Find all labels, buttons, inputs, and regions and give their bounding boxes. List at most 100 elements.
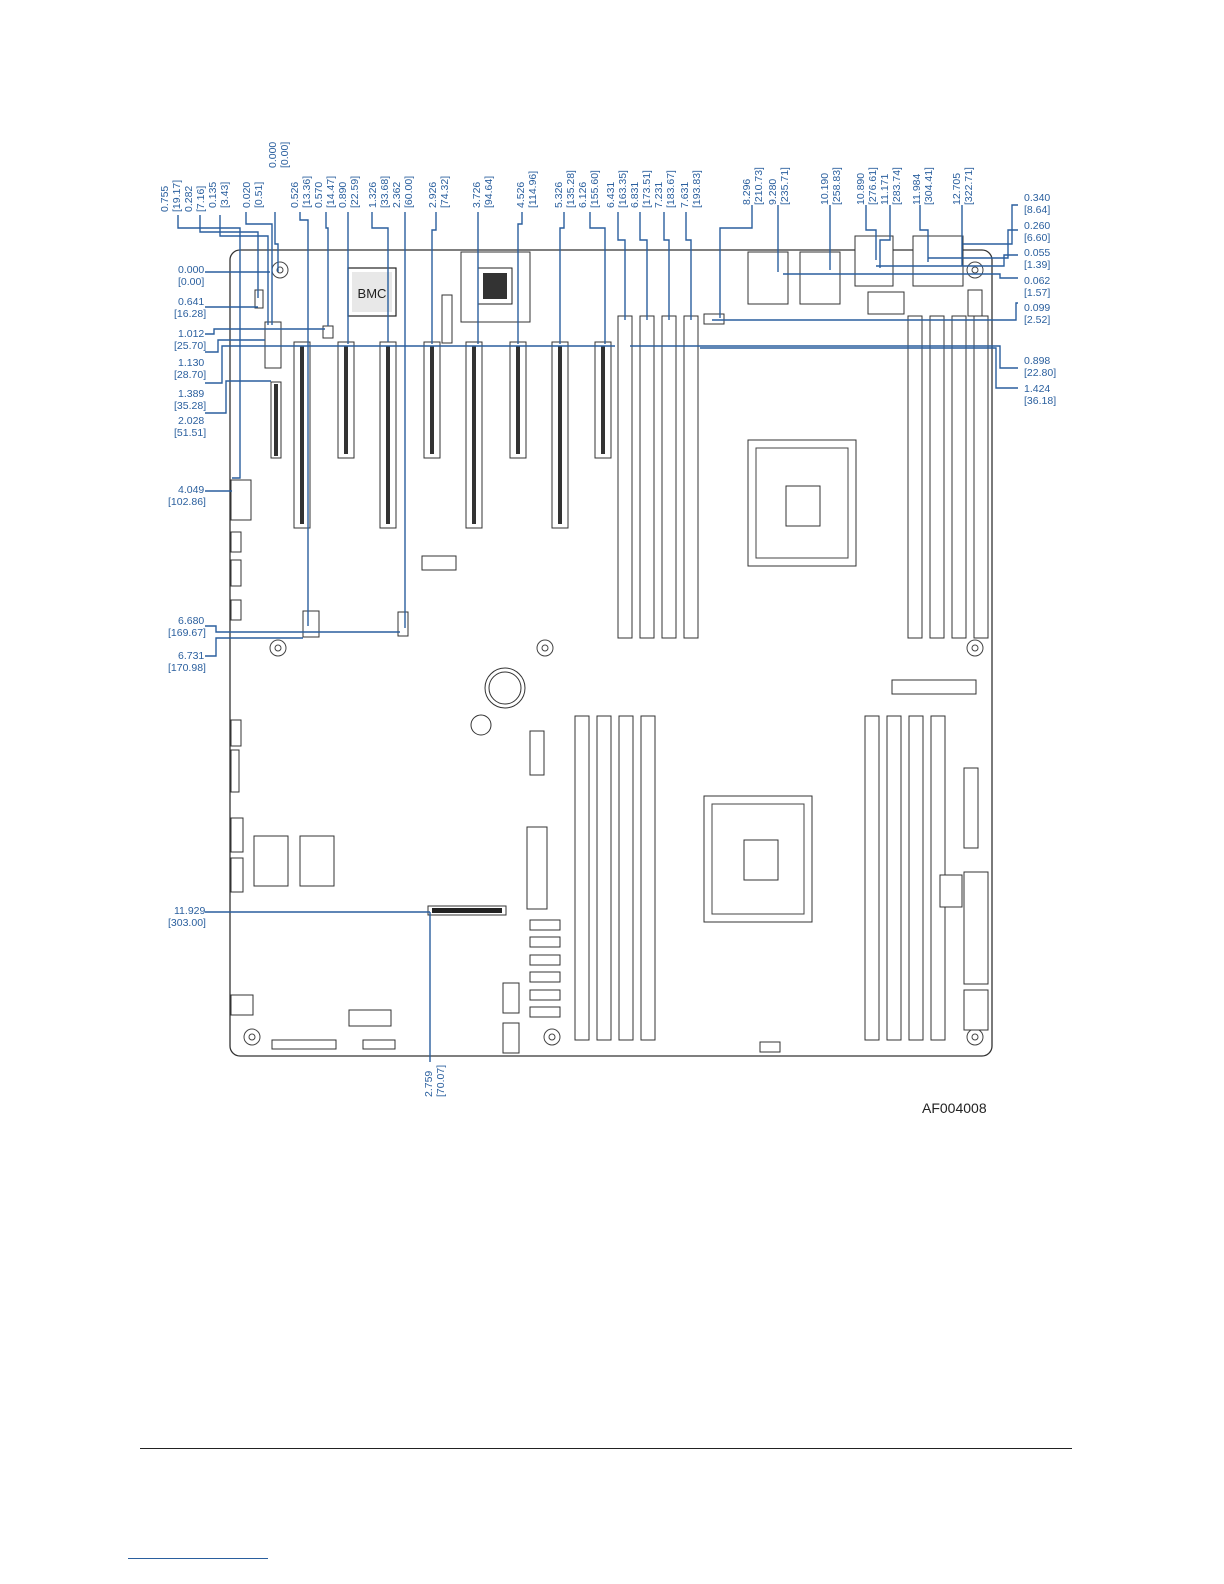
dim-top-14-inch: 6.126 bbox=[577, 182, 589, 208]
dim-top-24-inch: 11.984 bbox=[911, 174, 923, 205]
dim-right-6-mm: [36.18] bbox=[1024, 395, 1056, 407]
mounting-holes bbox=[243, 261, 984, 1046]
dim-left-0-inch: 0.000 bbox=[178, 264, 204, 276]
dim-top-22-inch: 10.890 bbox=[855, 173, 867, 205]
dim-top-13-inch: 5.326 bbox=[553, 182, 565, 208]
dim-top-23-mm: [283.74] bbox=[891, 167, 903, 205]
dim-top-21-inch: 10.190 bbox=[819, 173, 831, 205]
dim-top-19-mm: [210.73] bbox=[753, 167, 765, 205]
dim-right-3-inch: 0.062 bbox=[1024, 275, 1050, 287]
dim-right-0-inch: 0.340 bbox=[1024, 192, 1050, 204]
dim-left-8-inch: 6.731 bbox=[178, 650, 204, 662]
pcie-slots bbox=[293, 341, 612, 529]
dim-right-1-inch: 0.260 bbox=[1024, 220, 1050, 232]
pch-chip bbox=[460, 251, 531, 323]
dim-top-20-mm: [235.71] bbox=[779, 167, 791, 205]
dim-right-3-mm: [1.57] bbox=[1024, 287, 1050, 299]
dim-right-4-inch: 0.099 bbox=[1024, 302, 1050, 314]
dim-top-15-mm: [163.35] bbox=[617, 170, 629, 208]
dim-left-4-mm: [35.28] bbox=[174, 400, 206, 412]
dim-top-8-mm: [33.68] bbox=[379, 176, 391, 208]
dim-left-3-inch: 1.130 bbox=[178, 357, 204, 369]
dim-left-5-mm: [51.51] bbox=[174, 427, 206, 439]
cpu2-socket bbox=[703, 795, 813, 923]
dim-top-6-inch: 0.570 bbox=[313, 182, 325, 208]
right-dimension-labels: 0.340 [8.64] 0.260 [6.60] 0.055 [1.39] 0… bbox=[1024, 192, 1056, 407]
dim-top-14-mm: [155.60] bbox=[589, 170, 601, 208]
dim-right-1-mm: [6.60] bbox=[1024, 232, 1050, 244]
dim-top-12-inch: 4.526 bbox=[515, 182, 527, 208]
dim-top-10-inch: 2.926 bbox=[427, 182, 439, 208]
left-connectors bbox=[230, 289, 548, 1054]
dim-top-5-mm: [13.36] bbox=[301, 176, 313, 208]
bmc-chip-label: BMC bbox=[358, 286, 387, 301]
dim-top-0-mm: [19.17] bbox=[171, 180, 183, 212]
dim-top-25-inch: 12.705 bbox=[951, 173, 963, 205]
dim-top-5-inch: 0.526 bbox=[289, 182, 301, 208]
dim-top-9-inch: 2.362 bbox=[391, 182, 403, 208]
dim-right-5-mm: [22.80] bbox=[1024, 367, 1056, 379]
dim-top-17-inch: 7.231 bbox=[653, 182, 665, 208]
dim-top-7-inch: 0.890 bbox=[337, 182, 349, 208]
dim-top-23-inch: 11.171 bbox=[879, 174, 891, 205]
dim-top-3-mm: [0.51] bbox=[253, 182, 265, 208]
dim-top-4-mm: [0.00] bbox=[279, 142, 291, 168]
dim-left-0-mm: [0.00] bbox=[178, 276, 204, 288]
dim-top-13-mm: [135.28] bbox=[565, 170, 577, 208]
dim-top-6-mm: [14.47] bbox=[325, 176, 337, 208]
dim-left-8-mm: [170.98] bbox=[168, 662, 206, 674]
dim-top-0-inch: 0.755 bbox=[159, 186, 171, 212]
dim-left-1-inch: 0.641 bbox=[178, 296, 204, 308]
cpu1-socket bbox=[747, 439, 857, 567]
dim-left-5-inch: 2.028 bbox=[178, 415, 204, 427]
dim-top-16-mm: [173.51] bbox=[641, 170, 653, 208]
bottom-dimension-labels: 2.759 [70.07] bbox=[423, 1065, 447, 1097]
cmos-battery bbox=[470, 667, 526, 736]
dim-top-15-inch: 6.431 bbox=[605, 182, 617, 208]
dim-top-18-inch: 7.631 bbox=[679, 182, 691, 208]
dim-top-20-inch: 9.280 bbox=[767, 179, 779, 205]
top-dimension-labels: 0.755 [19.17] 0.282 [7.16] 0.135 [3.43] … bbox=[159, 142, 975, 212]
dim-right-2-inch: 0.055 bbox=[1024, 247, 1050, 259]
dim-right-2-mm: [1.39] bbox=[1024, 259, 1050, 271]
dimension-leaders bbox=[177, 204, 1018, 1062]
dim-top-7-mm: [22.59] bbox=[349, 176, 361, 208]
dim-top-3-inch: 0.020 bbox=[241, 182, 253, 208]
dim-top-24-mm: [304.41] bbox=[923, 167, 935, 205]
dim-left-2-mm: [25.70] bbox=[174, 340, 206, 352]
dim-left-2-inch: 1.012 bbox=[178, 328, 204, 340]
dim-left-1-mm: [16.28] bbox=[174, 308, 206, 320]
dim-top-1-mm: [7.16] bbox=[195, 186, 207, 212]
dim-left-6-mm: [102.86] bbox=[168, 496, 206, 508]
dim-right-6-inch: 1.424 bbox=[1024, 383, 1050, 395]
dim-right-0-mm: [8.64] bbox=[1024, 204, 1050, 216]
dim-top-9-mm: [60.00] bbox=[403, 176, 415, 208]
dim-top-22-mm: [276.61] bbox=[867, 167, 879, 205]
dim-top-2-mm: [3.43] bbox=[219, 182, 231, 208]
dim-top-19-inch: 8.296 bbox=[741, 179, 753, 205]
dim-top-1-inch: 0.282 bbox=[183, 186, 195, 212]
dim-left-4-inch: 1.389 bbox=[178, 388, 204, 400]
dim-top-4-inch: 0.000 bbox=[267, 142, 279, 168]
dim-top-8-inch: 1.326 bbox=[367, 182, 379, 208]
dim-top-17-mm: [183.67] bbox=[665, 170, 677, 208]
bmc-chip: BMC bbox=[347, 267, 397, 317]
dimm-slots-cpu2-right bbox=[864, 715, 946, 1041]
power-connectors bbox=[891, 679, 989, 1031]
dim-bottom-0-inch: 2.759 bbox=[423, 1071, 435, 1097]
dim-bottom-0-mm: [70.07] bbox=[435, 1065, 447, 1097]
dim-right-5-inch: 0.898 bbox=[1024, 355, 1050, 367]
dimm-slots-cpu2-left bbox=[574, 715, 656, 1041]
dim-top-12-mm: [114.96] bbox=[527, 171, 539, 208]
footer-link-underline bbox=[128, 1558, 268, 1559]
dim-left-7-mm: [169.67] bbox=[168, 627, 206, 639]
left-dimension-labels: 0.000 [0.00] 0.641 [16.28] 1.012 [25.70]… bbox=[168, 264, 206, 929]
dim-top-16-inch: 6.831 bbox=[629, 182, 641, 208]
figure-id-label: AF004008 bbox=[922, 1100, 987, 1116]
dim-top-18-mm: [193.83] bbox=[691, 170, 703, 208]
footer-rule bbox=[140, 1448, 1072, 1449]
dim-top-2-inch: 0.135 bbox=[207, 182, 219, 208]
dim-left-9-inch: 11.929 bbox=[174, 905, 205, 917]
dim-right-4-mm: [2.52] bbox=[1024, 314, 1050, 326]
